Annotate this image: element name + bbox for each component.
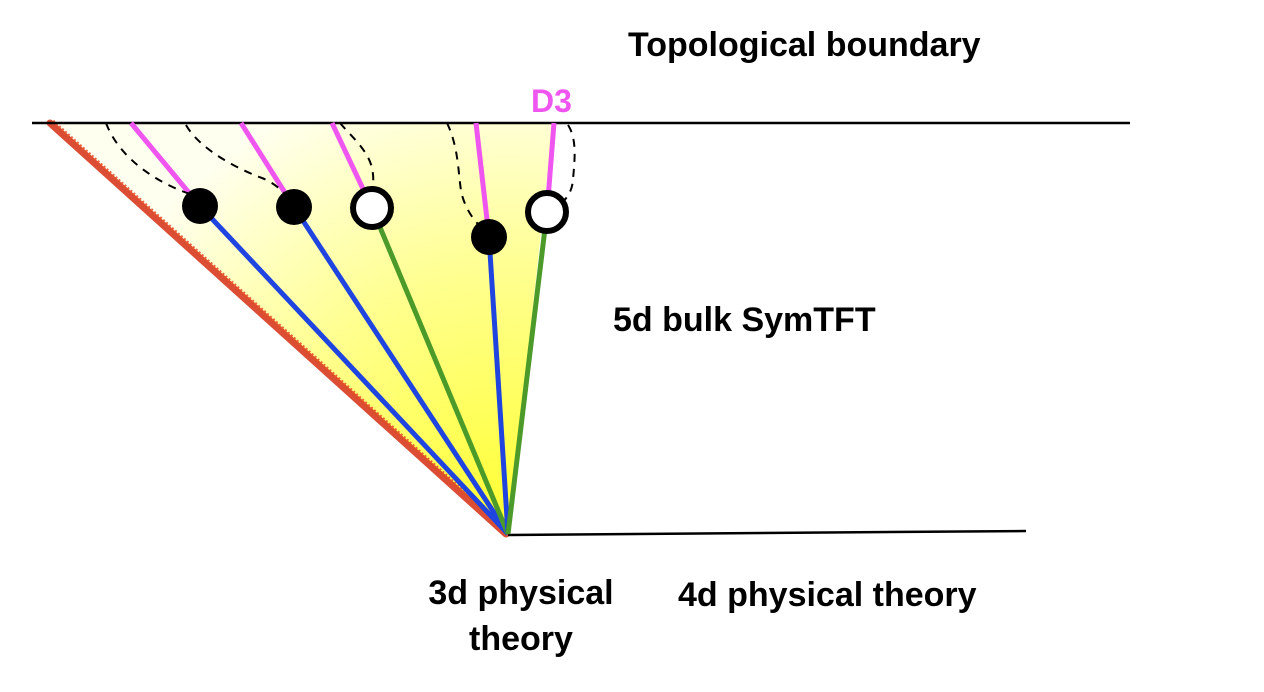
physical-3d-label-line2: theory bbox=[469, 620, 573, 658]
dot-open-2 bbox=[525, 190, 569, 234]
physical-3d-label: 3d physical theory bbox=[414, 570, 628, 662]
yellow-wedge bbox=[50, 123, 553, 534]
red-boundary-edge bbox=[46, 119, 510, 538]
green-line-2 bbox=[505, 211, 550, 535]
blue-line-3 bbox=[486, 236, 511, 535]
physical-3d-label-line1: 3d physical bbox=[428, 574, 614, 612]
dot-filled-3 bbox=[471, 219, 507, 255]
d3-line-4 bbox=[473, 122, 492, 238]
dashed-curve-5 bbox=[558, 124, 576, 206]
bulk-symtft-label: 5d bulk SymTFT bbox=[613, 301, 876, 339]
physical-4d-label: 4d physical theory bbox=[678, 576, 977, 614]
dashed-curve-2 bbox=[185, 124, 291, 201]
dot-filled-2 bbox=[276, 189, 312, 225]
dot-filled-1 bbox=[182, 188, 218, 224]
physical-4d-line bbox=[507, 529, 1027, 537]
topological-boundary-label: Topological boundary bbox=[628, 26, 981, 64]
blue-line-1 bbox=[198, 204, 510, 536]
d3-label: D3 bbox=[531, 83, 572, 119]
dot-open-1 bbox=[350, 186, 394, 230]
dashed-curve-1 bbox=[105, 122, 197, 197]
green-line-1 bbox=[369, 207, 511, 535]
blue-line-2 bbox=[291, 205, 511, 536]
